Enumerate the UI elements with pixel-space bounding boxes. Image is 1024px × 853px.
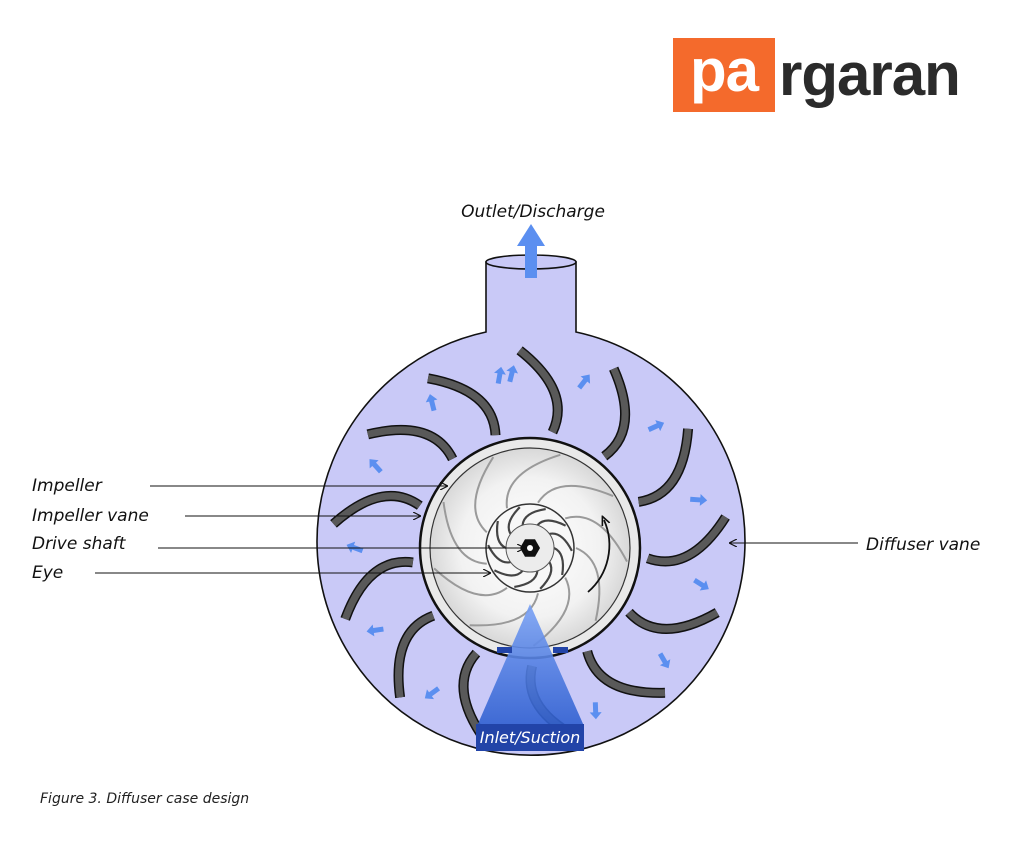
- diffuser-vane-fill: [331, 492, 422, 527]
- flow-arrow-shape: [494, 366, 506, 385]
- eye-vane: [495, 520, 507, 550]
- outlet-flow-arrow-icon: [517, 224, 545, 278]
- flow-arrows: [346, 365, 709, 720]
- figure-caption: Figure 3. Diffuser case design: [40, 791, 249, 807]
- flow-arrow-icon: [366, 624, 384, 637]
- diffuser-vane-fill: [517, 347, 562, 434]
- flow-arrow-shape: [693, 578, 709, 591]
- inlet-label: Inlet/Suction: [480, 728, 581, 747]
- flow-arrow-icon: [506, 365, 519, 383]
- eye-vane: [539, 561, 553, 590]
- diffuser-vane-fill: [583, 650, 666, 697]
- flow-arrow-shape: [425, 394, 438, 412]
- flow-arrow-shape: [647, 420, 665, 432]
- label-drive-shaft: Drive shaft: [32, 534, 127, 554]
- impeller-vane: [442, 501, 487, 565]
- inlet-flow-cone: [477, 604, 584, 726]
- eye-vane: [536, 519, 567, 527]
- eye-vane: [549, 532, 573, 552]
- flow-arrow-icon: [425, 394, 438, 412]
- pargaran-logo: pa rgaran: [673, 38, 961, 112]
- eye-vanes: [487, 506, 573, 590]
- eye-vane: [507, 506, 521, 535]
- flow-arrow-shape: [506, 365, 519, 383]
- label-eye: Eye: [32, 563, 63, 583]
- diffuser-vane-fill: [427, 374, 499, 436]
- flow-arrow-icon: [657, 652, 671, 669]
- flow-arrow-icon: [424, 686, 441, 700]
- diffuser-vane-fill: [366, 426, 456, 461]
- impeller-vane: [575, 547, 601, 622]
- flow-arrow-shape: [577, 374, 591, 390]
- flow-arrow-shape: [424, 686, 441, 700]
- eye-vane: [521, 508, 546, 526]
- diffuser-vane-fill: [395, 612, 435, 698]
- inlet-opening-right: [553, 647, 568, 653]
- diffuser-vane-fill: [637, 428, 692, 506]
- flow-arrow-icon: [589, 702, 602, 720]
- impeller-vane: [469, 593, 539, 627]
- flow-arrow-shape: [690, 493, 708, 506]
- impeller-vane: [474, 456, 495, 534]
- flow-arrow-icon: [494, 366, 506, 385]
- label-outlet: Outlet/Discharge: [461, 202, 605, 222]
- flow-arrow-shape: [589, 702, 602, 720]
- impeller-vane: [564, 515, 628, 563]
- flow-arrow-icon: [577, 374, 591, 390]
- flow-arrow-shape: [366, 624, 384, 637]
- flow-arrow-icon: [369, 459, 383, 474]
- diffuser-vane-fill: [602, 367, 629, 460]
- label-diffuser-vane: Diffuser vane: [866, 535, 980, 555]
- diffuser-vane-fill: [626, 609, 719, 633]
- flow-arrow-shape: [657, 652, 671, 669]
- impeller-vane: [505, 453, 561, 509]
- label-impeller: Impeller: [32, 476, 103, 496]
- diffuser-vane-fill: [646, 515, 729, 565]
- logo-box: pa: [673, 38, 775, 112]
- inlet-opening-left: [497, 647, 512, 653]
- eye-vane: [553, 546, 565, 576]
- flow-arrow-shape: [369, 459, 383, 474]
- label-impeller-vane: Impeller vane: [32, 506, 149, 526]
- eye-vane: [493, 569, 524, 577]
- diffuser-vane-fill: [341, 558, 414, 621]
- eye-vane: [514, 570, 539, 588]
- flow-arrow-icon: [346, 541, 364, 554]
- inlet-suction: Inlet/Suction: [476, 604, 584, 751]
- rotation-arrow-icon: [587, 520, 611, 593]
- flow-arrow-shape: [346, 541, 364, 554]
- flow-arrow-icon: [690, 493, 708, 506]
- flow-arrow-icon: [693, 578, 709, 591]
- impeller-vane: [433, 567, 508, 597]
- logo-text: rgaran: [779, 41, 961, 108]
- inlet-label-box: [476, 724, 584, 751]
- label-leaders: [95, 486, 858, 573]
- shaft-center: [527, 545, 533, 551]
- impeller-vanes: [433, 453, 628, 647]
- impeller-vane: [537, 484, 614, 504]
- flow-arrow-icon: [647, 420, 665, 432]
